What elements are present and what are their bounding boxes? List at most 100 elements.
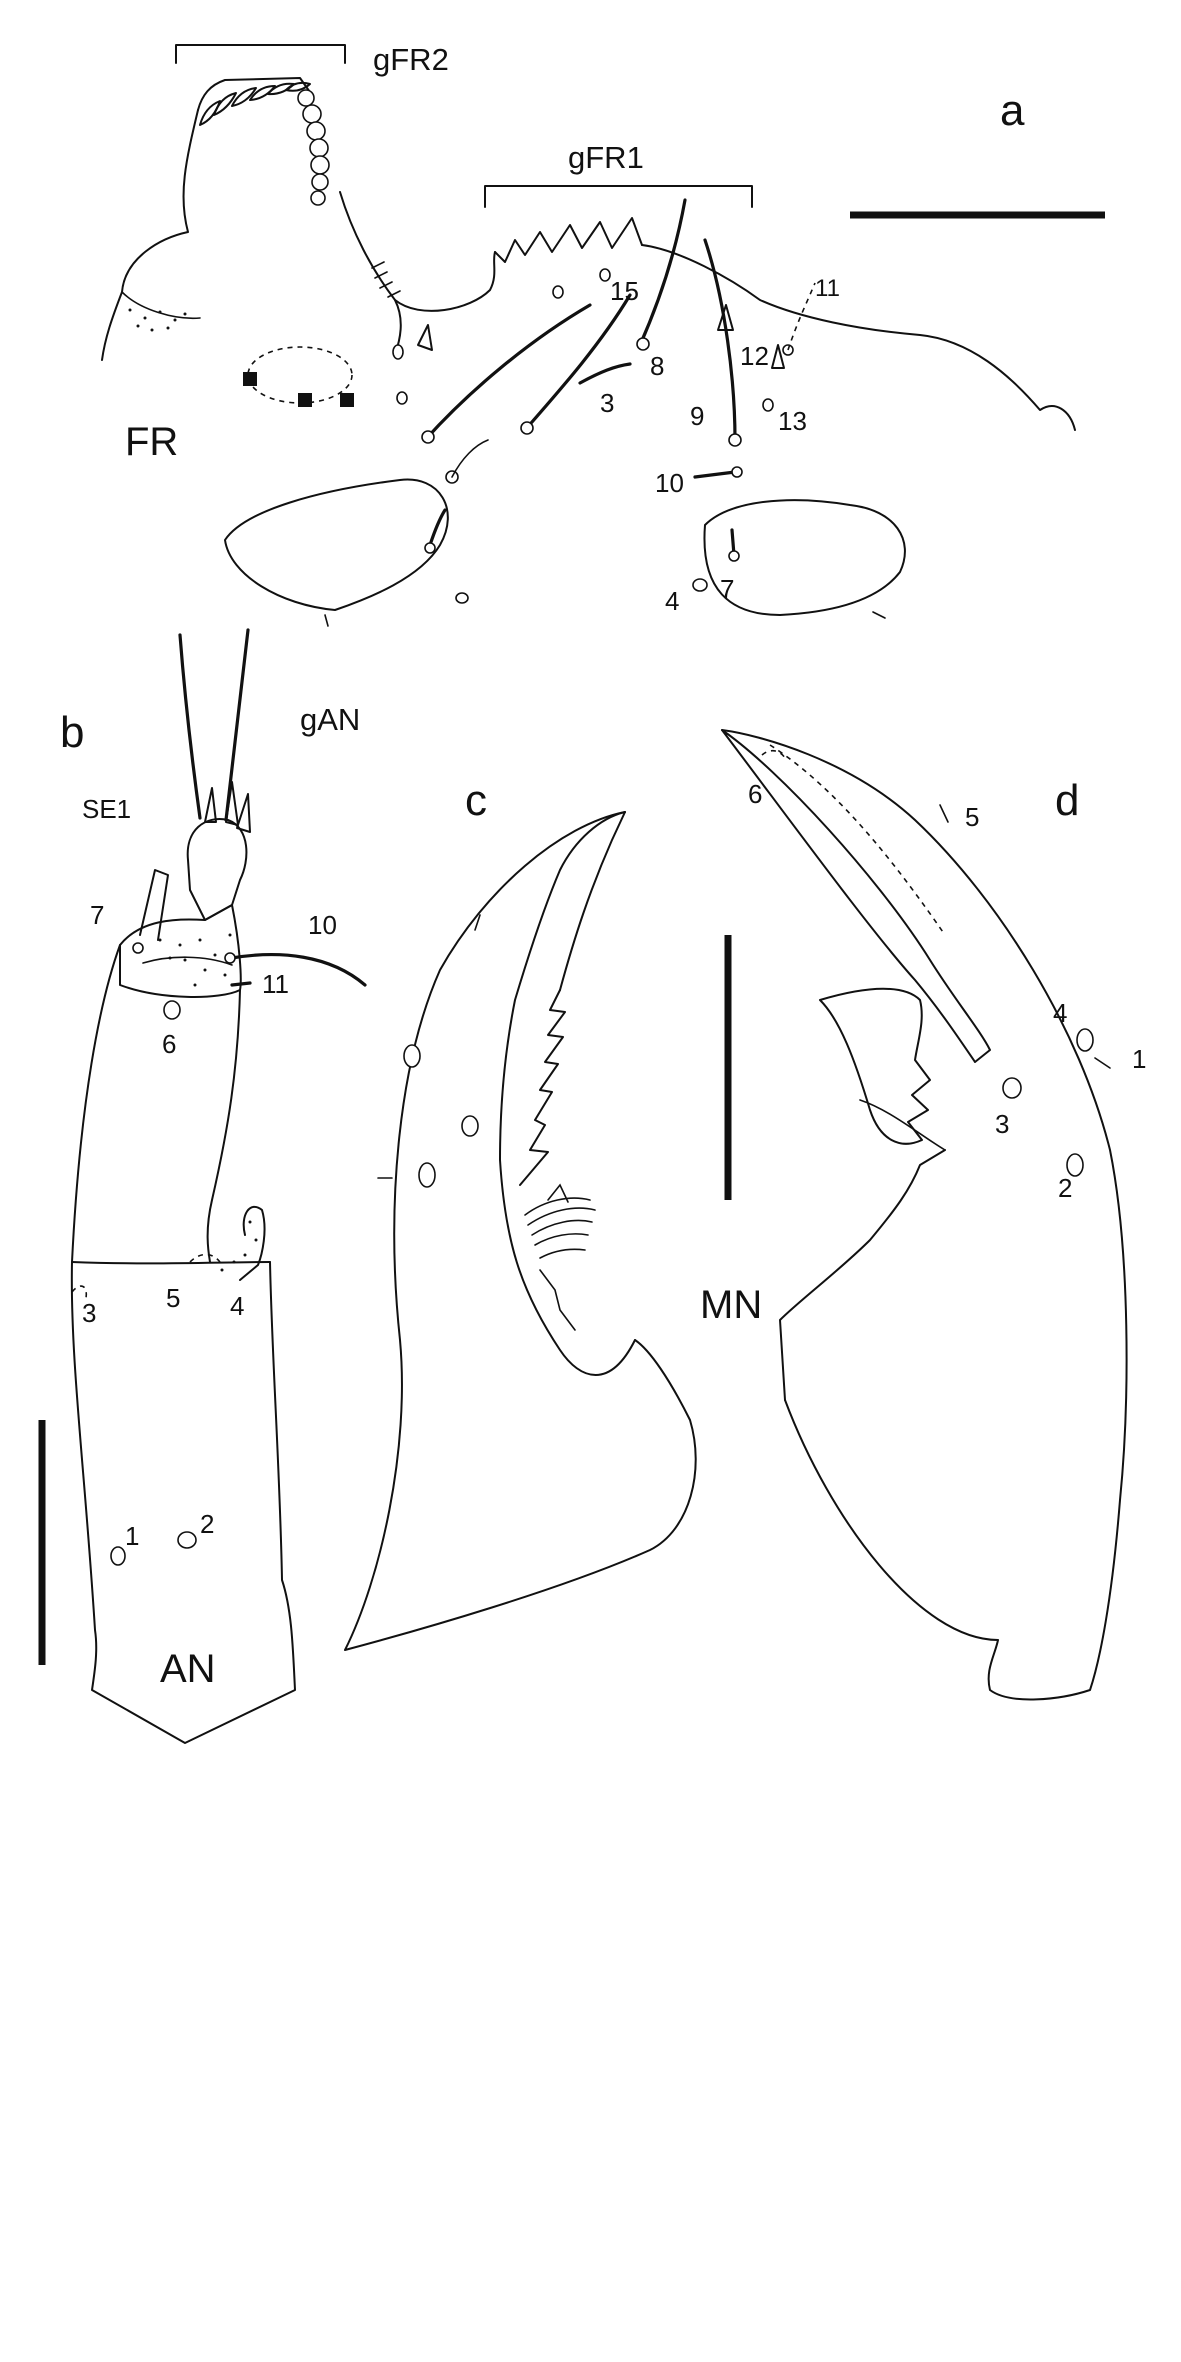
dashed-pore-b-3 xyxy=(71,1285,88,1299)
pore-d-4 xyxy=(1076,1028,1094,1052)
mandible-d-outer-margin xyxy=(721,729,1128,1701)
num-d-1: 1 xyxy=(1132,1044,1146,1074)
panel-letter-d: d xyxy=(1055,776,1079,825)
label-se1: SE1 xyxy=(82,794,131,824)
frons-right-margin xyxy=(641,244,1076,431)
label-gan: gAN xyxy=(300,702,360,737)
pore-left-1 xyxy=(392,344,404,360)
panel-letter-b: b xyxy=(60,708,84,757)
seta-lower-left xyxy=(451,439,489,478)
num-a-7: 7 xyxy=(720,574,734,604)
num-b-6: 6 xyxy=(162,1029,176,1059)
spine-right xyxy=(717,304,734,331)
sensillum-se1 xyxy=(139,869,169,941)
antenna-segment-2-right xyxy=(206,989,241,1263)
num-b-7: 7 xyxy=(90,900,104,930)
bracket-gfr2 xyxy=(175,44,346,64)
num-a-15: 15 xyxy=(610,276,639,306)
dashed-pore-b-5 xyxy=(189,1253,221,1263)
panel-letter-c: c xyxy=(465,776,487,825)
pore-center-1 xyxy=(552,285,564,299)
stippled-area-left xyxy=(128,308,187,332)
leader-11 xyxy=(787,282,816,351)
seta-b-11 xyxy=(230,981,252,987)
pore-13 xyxy=(762,398,774,412)
marker-square-3 xyxy=(340,393,354,407)
seta-d-1 xyxy=(1094,1057,1111,1069)
marker-square-1 xyxy=(243,372,257,386)
num-b-3: 3 xyxy=(82,1298,96,1328)
frons-central-lobe xyxy=(394,251,496,312)
mandible-d-retinaculum xyxy=(819,987,931,1145)
mandible-c-outer-margin xyxy=(344,811,697,1651)
num-a-13: 13 xyxy=(778,406,807,436)
clypeus-right-tip xyxy=(872,611,886,619)
panel-d: d MN 6 5 4 1 3 2 xyxy=(700,729,1146,1701)
socket-10 xyxy=(731,466,743,478)
seta-b-10 xyxy=(230,953,367,987)
stippling-segment-3 xyxy=(158,933,232,987)
segment-3-inner-line xyxy=(142,956,233,966)
pore-c-3 xyxy=(418,1162,436,1188)
num-a-9: 9 xyxy=(690,401,704,431)
panel-a: a gFR2 gFR1 xyxy=(101,42,1105,627)
frons-left-outline xyxy=(101,109,199,361)
num-d-5: 5 xyxy=(965,802,979,832)
pore-b-2 xyxy=(177,1531,197,1549)
pore-left-2 xyxy=(396,391,408,405)
clypeus-left xyxy=(224,478,449,611)
pore-c-1 xyxy=(403,1044,421,1068)
socket-b-10 xyxy=(224,952,236,964)
socket-clypeus-left xyxy=(424,542,436,554)
num-b-10: 10 xyxy=(308,910,337,940)
num-b-5: 5 xyxy=(166,1283,180,1313)
num-a-12: 12 xyxy=(740,341,769,371)
seta-clypeus-left xyxy=(428,508,447,547)
num-a-10: 10 xyxy=(655,468,684,498)
marker-square-2 xyxy=(298,393,312,407)
mandible-d-joint xyxy=(859,1099,946,1151)
stippling-appendage xyxy=(220,1220,258,1272)
label-an: AN xyxy=(160,1647,216,1691)
pore-d-6 xyxy=(761,749,786,759)
antenna-apical-segment xyxy=(186,818,248,921)
num-d-4: 4 xyxy=(1053,998,1067,1028)
clypeus-right xyxy=(703,499,906,616)
mandible-c-tip-edge xyxy=(559,811,626,991)
num-b-2: 2 xyxy=(200,1509,214,1539)
pore-c-2 xyxy=(461,1115,479,1137)
frons-comb-base xyxy=(197,77,313,111)
panel-b: b gAN SE1 xyxy=(38,628,367,1744)
mandible-c-inner-margin xyxy=(499,811,636,1376)
seta-gan-1 xyxy=(178,633,202,820)
seta-frons-2 xyxy=(523,293,632,432)
seta-frons-10 xyxy=(693,470,737,479)
num-b-11: 11 xyxy=(262,969,289,999)
clypeus-left-tip xyxy=(324,614,329,627)
pore-d-3 xyxy=(1002,1077,1022,1099)
num-b-4: 4 xyxy=(230,1291,244,1321)
antenna-sensory-appendage xyxy=(239,1205,266,1281)
num-d-2: 2 xyxy=(1058,1173,1072,1203)
socket-8 xyxy=(636,337,650,351)
mandible-c-serration xyxy=(519,989,566,1186)
frons-left-inner xyxy=(121,291,201,320)
seta-frons-1 xyxy=(423,303,592,442)
antenna-joint-line xyxy=(71,1261,271,1265)
label-fr: FR xyxy=(125,420,178,464)
frons-comb-teeth xyxy=(199,81,311,126)
num-b-1: 1 xyxy=(125,1521,139,1551)
frons-central-left-edge xyxy=(339,191,402,356)
mandible-c-brush xyxy=(524,1183,596,1259)
num-d-3: 3 xyxy=(995,1109,1009,1139)
label-gfr1: gFR1 xyxy=(568,140,644,175)
label-gfr2: gFR2 xyxy=(373,42,449,77)
mandible-d-inner-margin xyxy=(779,1149,946,1401)
num-a-8: 8 xyxy=(650,351,664,381)
panel-letter-a: a xyxy=(1000,86,1025,135)
socket-9 xyxy=(728,433,742,447)
seta-frons-8 xyxy=(638,198,687,347)
sensillum-apical-1 xyxy=(204,787,217,823)
pore-d-2 xyxy=(1066,1153,1084,1177)
